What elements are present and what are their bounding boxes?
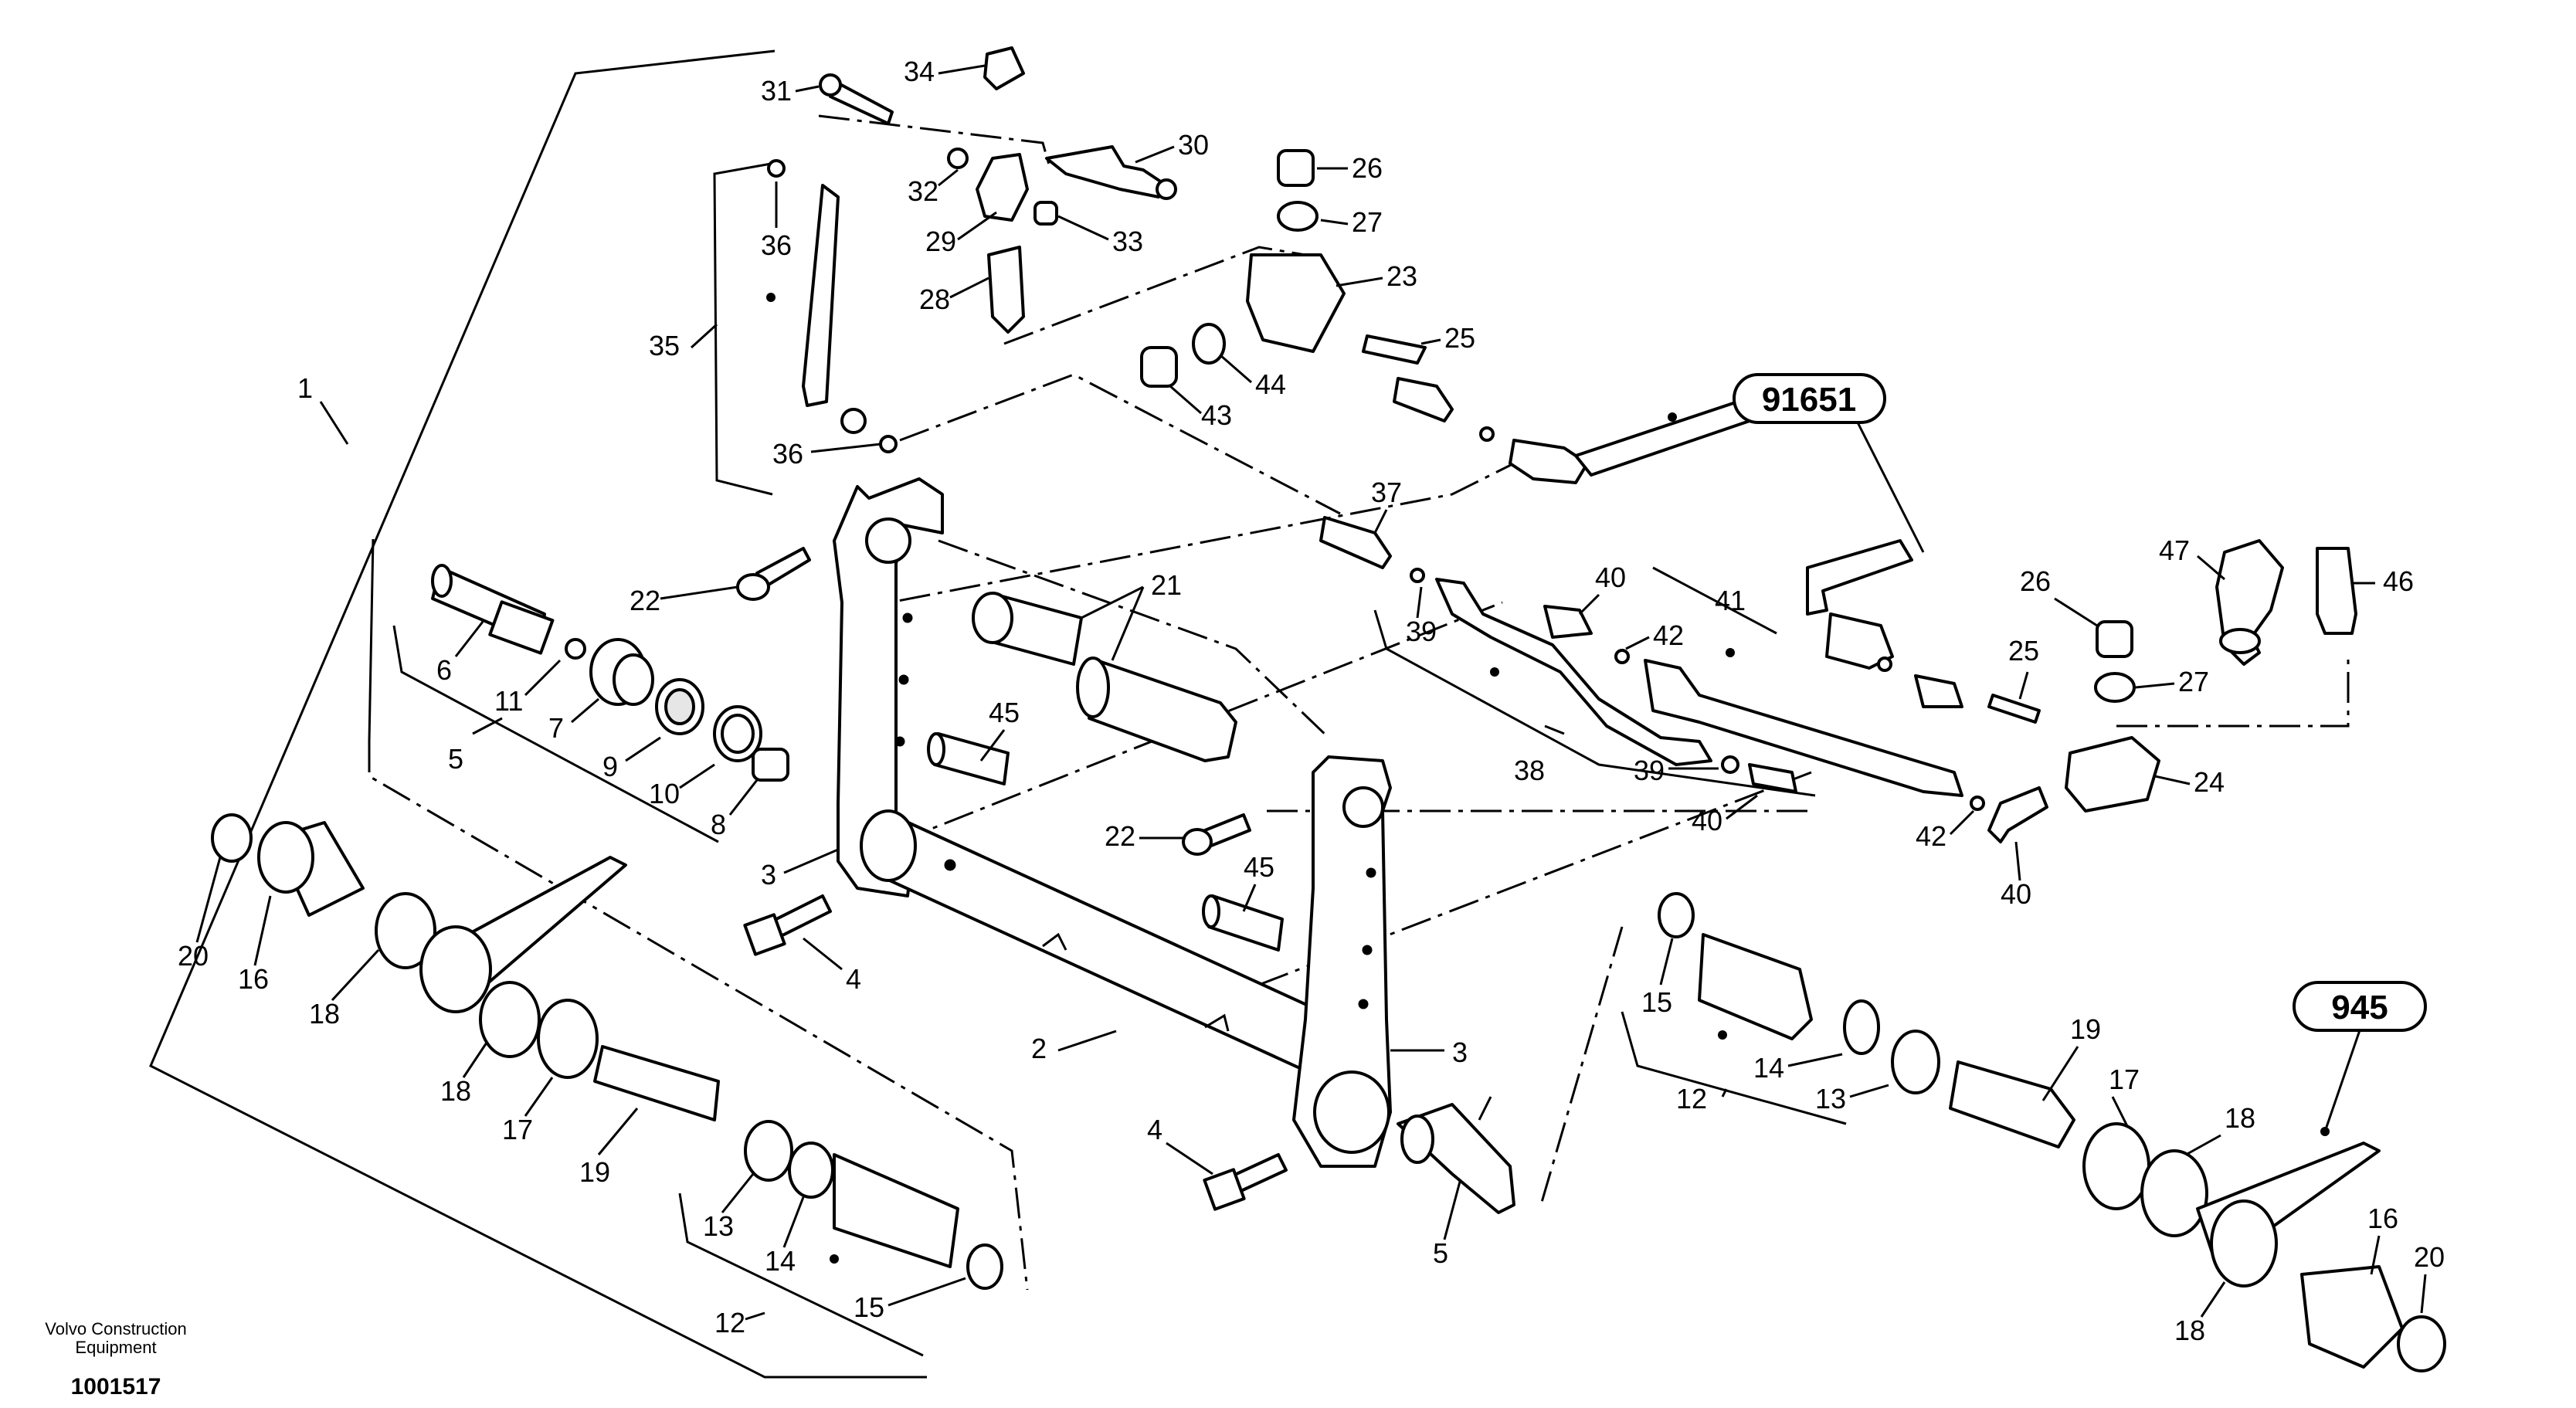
callout-25a: 25 [1444,322,1475,354]
callout-12b: 12 [1676,1083,1707,1115]
callout-14b: 14 [1753,1052,1784,1084]
callout-6: 6 [436,654,452,686]
callout-25b: 25 [2008,635,2039,667]
brand-line-1: Volvo Construction [45,1319,186,1338]
callout-18c: 18 [2225,1102,2255,1134]
callout-17a: 17 [502,1114,533,1145]
hose-91651 [1393,377,1751,484]
callout-19a: 19 [579,1156,610,1188]
callout-40b: 40 [1692,805,1722,836]
callout-33: 33 [1112,226,1143,257]
callout-11: 11 [494,685,523,717]
callout-7: 7 [548,712,564,744]
callout-21: 21 [1151,569,1182,601]
reference-badge-945: 945 [2293,981,2427,1136]
callout-1: 1 [297,372,313,404]
block-23-group [1140,149,1427,388]
callout-45b: 45 [1244,851,1274,883]
right-support-frame [1292,755,1392,1168]
callout-38: 38 [1514,755,1545,786]
callout-3b: 3 [1452,1036,1468,1068]
callout-22a: 22 [630,585,660,616]
callout-18a: 18 [309,998,340,1030]
callout-15b: 15 [1641,986,1672,1018]
callout-36a: 36 [761,229,792,261]
callout-20a: 20 [178,940,209,972]
footer: Volvo Construction Equipment 1001517 [45,1319,186,1400]
callout-18b: 18 [440,1075,471,1107]
assembly-outline [149,49,927,1379]
brand-line-2: Equipment [75,1338,156,1357]
callout-8: 8 [711,809,726,840]
callout-39b: 39 [1634,755,1665,786]
callout-4a: 4 [846,963,861,995]
callout-47: 47 [2159,534,2190,566]
callout-26a: 26 [1352,152,1383,184]
reference-945-text: 945 [2331,989,2388,1026]
callout-31: 31 [761,75,792,107]
right-bearing-group [1658,892,2446,1372]
callout-13b: 13 [1815,1083,1846,1115]
right-pin-5 [1397,1103,1515,1214]
callout-16b: 16 [2367,1203,2398,1234]
callout-20b: 20 [2414,1241,2445,1273]
callout-24: 24 [2194,766,2225,798]
callout-30: 30 [1178,129,1209,161]
block-24-group [1806,539,2357,813]
callout-45a: 45 [989,697,1020,728]
callout-32: 32 [908,175,938,207]
left-pin-group-5 [431,564,789,782]
bolts [736,547,1288,1211]
callout-13a: 13 [703,1210,734,1242]
callout-5b: 5 [1433,1237,1448,1269]
callout-27b: 27 [2178,666,2209,697]
callout-5a: 5 [448,743,463,775]
callout-10: 10 [649,778,680,809]
valve-group [766,46,1177,453]
callout-46: 46 [2383,565,2414,597]
callout-3a: 3 [761,859,776,891]
callout-40c: 40 [2001,878,2031,910]
callout-37: 37 [1371,477,1402,508]
callout-16a: 16 [238,963,269,995]
callout-26b: 26 [2020,565,2051,597]
drawing-number: 1001517 [71,1374,161,1400]
reference-91651-text: 91651 [1762,381,1856,419]
callout-4b: 4 [1147,1114,1162,1145]
callout-43: 43 [1201,399,1232,431]
callout-15a: 15 [854,1291,884,1323]
callout-18d: 18 [2174,1315,2205,1346]
callout-42b: 42 [1916,820,1946,852]
hose-group-38 [1319,516,2048,843]
callout-17b: 17 [2109,1064,2140,1095]
callout-44: 44 [1255,368,1286,400]
callout-28: 28 [919,283,950,315]
callout-36b: 36 [772,438,803,470]
callout-42a: 42 [1653,619,1684,651]
callout-labels: 1 2 3 3 4 4 5 5 6 7 8 9 10 11 12 12 13 1… [178,56,2445,1346]
callout-14a: 14 [765,1245,796,1277]
callout-39a: 39 [1406,616,1437,647]
left-bearing-group [211,813,1003,1290]
pin-21 [972,592,1237,762]
reference-badge-91651: 91651 [1733,373,1925,553]
callout-35: 35 [649,330,680,361]
callout-19b: 19 [2070,1013,2101,1045]
callout-12a: 12 [714,1307,745,1338]
callout-41: 41 [1715,585,1746,616]
callout-29: 29 [925,226,956,257]
group-brackets [368,162,1847,1357]
callout-22b: 22 [1105,820,1135,852]
callout-9: 9 [602,751,618,782]
callout-23: 23 [1386,260,1417,292]
callout-34: 34 [904,56,935,87]
callout-40a: 40 [1595,562,1626,593]
callout-27a: 27 [1352,206,1383,238]
pins-45 [927,732,1284,952]
callout-2: 2 [1031,1033,1047,1064]
